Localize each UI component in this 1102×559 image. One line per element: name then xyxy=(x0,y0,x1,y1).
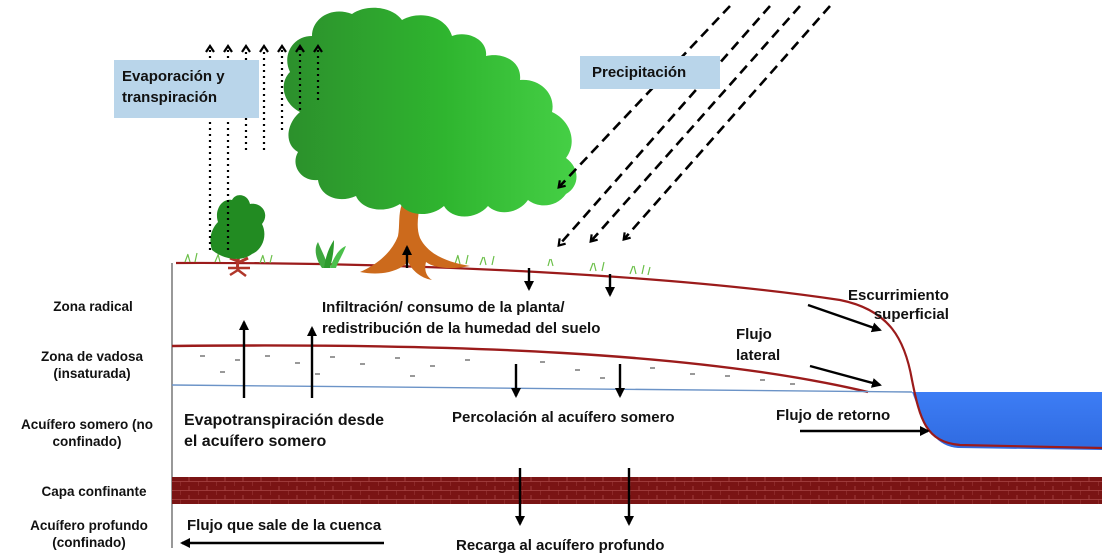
zone-deep-aquifer: Acuífero profundo (confinado) xyxy=(30,518,148,550)
zone-confining-layer: Capa confinante xyxy=(41,484,147,499)
deep-recharge-label: Recarga al acuífero profundo xyxy=(456,537,665,554)
surface-runoff-arrow xyxy=(807,303,882,333)
zone-vadose: Zona de vadosa (insaturada) xyxy=(40,349,144,381)
grass xyxy=(184,252,651,276)
zone-root: Zona radical xyxy=(53,299,133,314)
outflow-label: Flujo que sale de la cuenca xyxy=(187,517,382,534)
evaporation-label: Evaporación y transpiración xyxy=(114,60,259,118)
return-flow-label: Flujo de retorno xyxy=(776,407,891,424)
vadose-boundary-line xyxy=(171,344,869,394)
process-arrows xyxy=(180,245,930,548)
shrub xyxy=(210,195,266,277)
water-table-line xyxy=(171,384,913,393)
water-body xyxy=(912,392,1102,450)
surface-runoff-label: Escurrimiento superficial xyxy=(848,287,949,323)
confining-layer xyxy=(172,477,1102,504)
small-plant xyxy=(315,240,346,268)
vadose-texture xyxy=(200,355,795,385)
evapotranspiration-shallow-label: Evapotranspiración desde el acuífero som… xyxy=(184,412,385,450)
precipitation-label: Precipitación xyxy=(580,56,720,89)
lateral-flow-arrow xyxy=(809,364,882,388)
infiltration-label: Infiltración/ consumo de la planta/ redi… xyxy=(322,299,601,337)
precipitation-arrows xyxy=(557,5,831,247)
zone-shallow-aquifer: Acuífero somero (no confinado) xyxy=(20,417,153,449)
lateral-flow-label: Flujo lateral xyxy=(736,326,781,364)
tree xyxy=(283,7,577,280)
percolation-label: Percolación al acuífero somero xyxy=(452,409,675,426)
